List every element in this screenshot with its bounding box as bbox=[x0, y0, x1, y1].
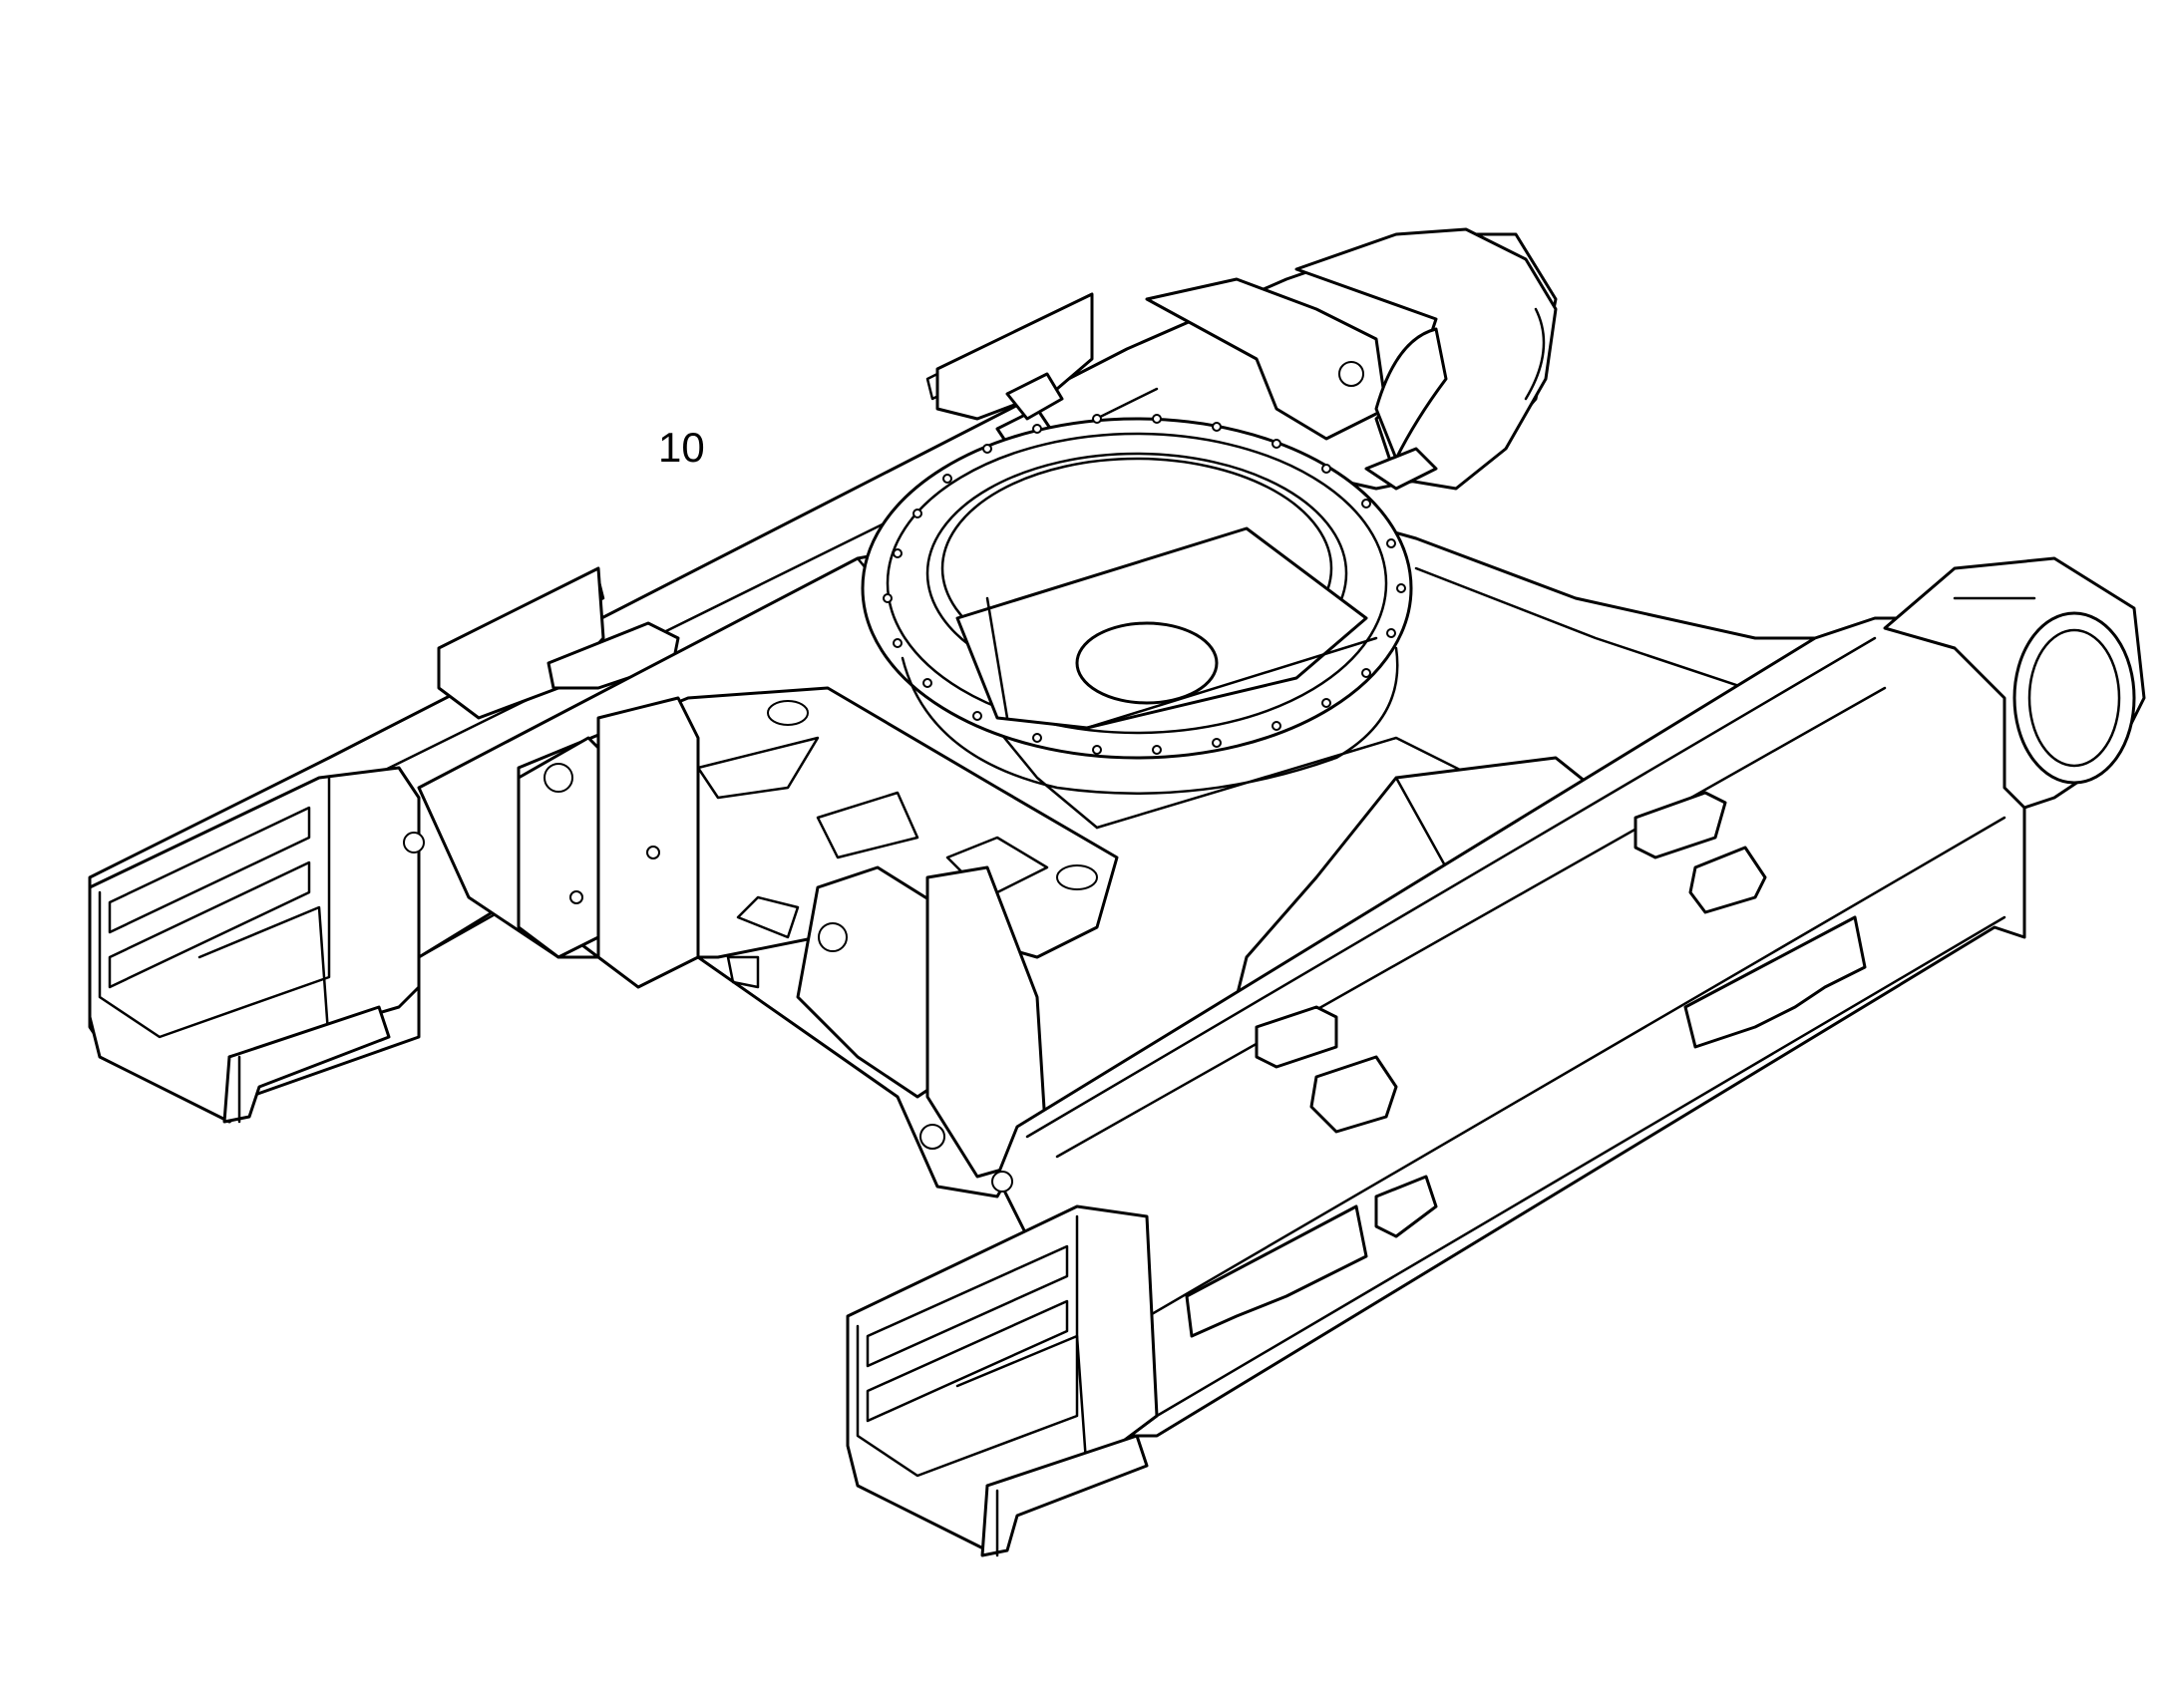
rear-frame-front-end bbox=[88, 766, 425, 1124]
cross-member-plates bbox=[517, 686, 1119, 1179]
frame-lugs bbox=[1005, 372, 1438, 491]
ring-bolt-holes bbox=[883, 414, 1406, 755]
callout-label: 10 bbox=[658, 424, 705, 471]
front-frame-front-end bbox=[846, 1171, 1159, 1557]
swing-bearing-ring bbox=[861, 414, 1413, 795]
front-track-frame bbox=[995, 556, 2146, 1438]
